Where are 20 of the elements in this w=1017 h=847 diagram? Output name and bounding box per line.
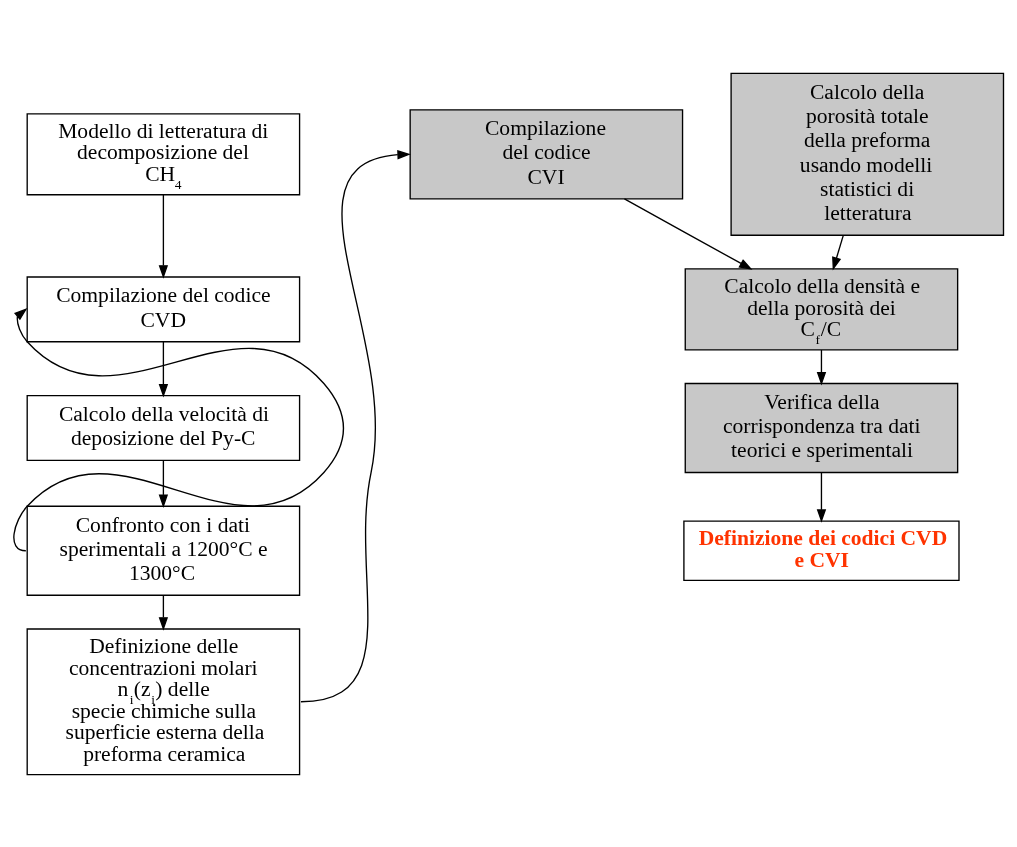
node-box: Calcolo della velocità di deposizione del Py-C: [26, 394, 301, 461]
node-box: Confronto con i dati sperimentali a 1200°C e 1300°C: [26, 505, 301, 596]
arrow: [832, 234, 844, 271]
node-box: Compilazione del codice CVD: [26, 275, 301, 342]
node-box: Calcolo della densità e della porosità dei C$_{f}$/C: [684, 267, 959, 350]
node-box: Verifica della corrispondenza tra dati teorici e sperimentali: [684, 382, 959, 473]
arrow: [816, 348, 827, 386]
arrow: [158, 459, 169, 508]
node-box: Definizione delle concentrazioni molari n$_{i}$(z$_{i}$) delle specie chimiche sulla superficie esterna della preforma ceramica: [26, 627, 301, 775]
arrow: [158, 340, 169, 398]
arrow: [300, 149, 411, 702]
node-box: Modello di letteratura di decomposizione del CH$_{4}$: [26, 112, 301, 195]
arrow: [816, 471, 827, 523]
node-box: Compilazione del codice CVI: [409, 108, 684, 199]
arrow: [158, 193, 169, 279]
node-box: Calcolo della porosità totale della preforma usando modelli statistici di letteratura: [730, 72, 1005, 236]
arrow: [158, 594, 169, 631]
arrow: [13, 307, 345, 551]
arrow: [623, 197, 753, 270]
node-box: Definizione dei codici CVD e CVI: [683, 519, 960, 581]
